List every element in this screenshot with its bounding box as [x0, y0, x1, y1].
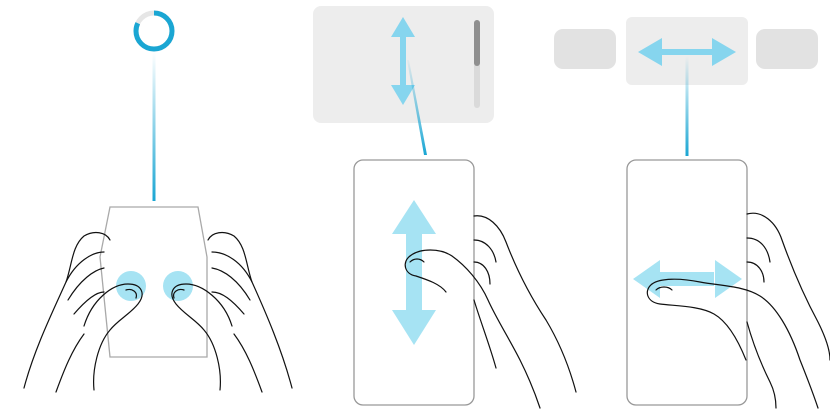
leader-line — [152, 52, 156, 201]
touch-point-left-icon — [116, 271, 146, 301]
carousel-tile-left[interactable] — [554, 29, 616, 69]
panel-horizontal-swipe — [554, 17, 830, 409]
left-hand-icon — [23, 231, 143, 393]
panel-two-thumb-tap — [23, 10, 293, 393]
leader-line — [407, 60, 427, 155]
vertical-arrow-icon — [391, 17, 415, 105]
right-hand-icon — [171, 231, 293, 393]
hand-icon — [404, 215, 577, 409]
horizontal-arrow-icon — [638, 38, 736, 66]
progress-ring-arc — [133, 10, 175, 52]
hand-icon — [646, 212, 830, 409]
leader-line — [685, 56, 689, 156]
vertical-swipe-arrow-icon — [392, 200, 436, 345]
scrollbar-thumb[interactable] — [474, 20, 480, 66]
device-outline — [99, 206, 208, 358]
progress-ring-icon — [133, 10, 175, 52]
panel-vertical-swipe — [313, 6, 577, 409]
carousel-tile-right[interactable] — [756, 29, 818, 69]
